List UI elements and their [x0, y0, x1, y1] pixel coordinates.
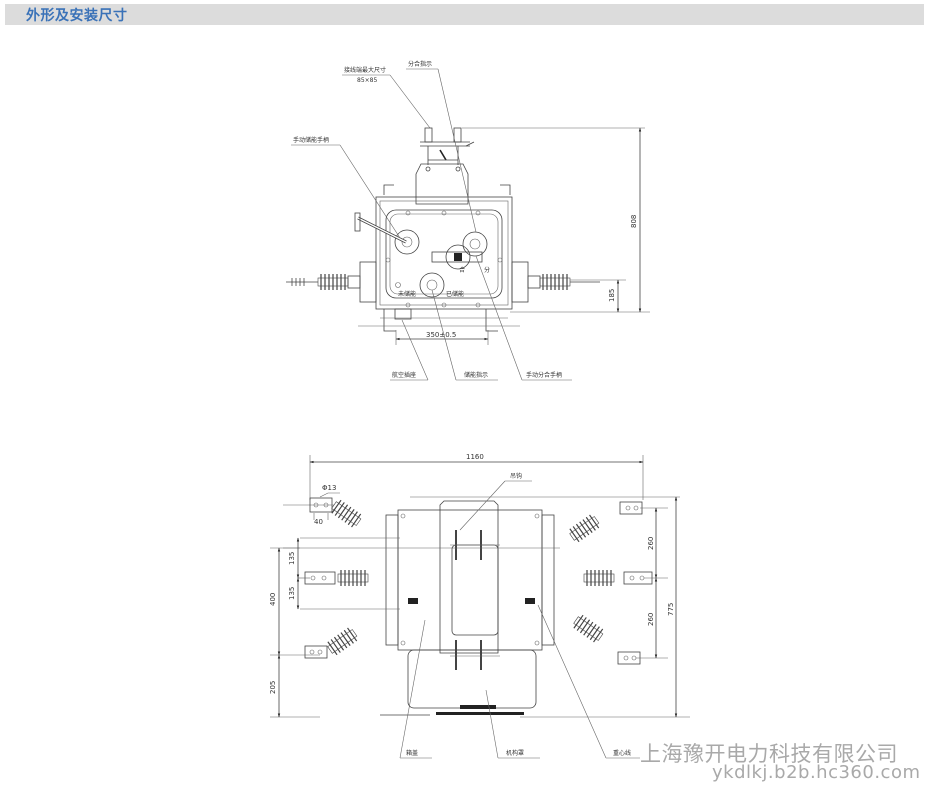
label-not-charged: 未储能: [398, 290, 416, 298]
dim-terminal-width: 40: [314, 518, 323, 526]
charging-indicator-dial: [419, 272, 445, 298]
watermark-company: 上海豫开电力科技有限公司: [640, 742, 898, 766]
label-charging-indicator: 储能指示: [464, 371, 488, 379]
dim-hole-diameter: Φ13: [322, 484, 336, 492]
label-manual-charging-handle: 手动储能手柄: [293, 136, 329, 144]
dim-mounting-width: 350±0.5: [426, 331, 456, 339]
watermark-url: ykdlkj.b2b.hc360.com: [712, 762, 921, 783]
breaker-body: [397, 509, 543, 651]
dim-left-spacing-2: 135: [288, 587, 296, 600]
top-terminals: [415, 127, 475, 205]
dim-bottom-offset: 205: [269, 681, 277, 694]
dim-left-span: 400: [269, 593, 277, 606]
section-title: 外形及安装尺寸: [26, 8, 128, 24]
label-center-of-gravity-line: 重心线: [613, 749, 631, 757]
section-header-bar: 外形及安装尺寸: [5, 4, 924, 25]
dim-overall-depth: 775: [667, 603, 675, 616]
dim-right-spacing-1: 260: [647, 537, 655, 550]
dim-left-spacing-1: 135: [288, 552, 296, 565]
label-open-close-indicator: 分合指示: [408, 60, 432, 68]
label-mechanism-cover: 机构罩: [506, 749, 524, 757]
label-terminal-max-size: 接线端最大尺寸: [344, 66, 386, 74]
aviation-plug: [394, 308, 412, 320]
label-open: 分: [484, 266, 490, 274]
dim-overall-height: 808: [630, 215, 638, 228]
label-terminal-max-size-value: 85×85: [357, 77, 377, 84]
label-cover: 箱盖: [406, 749, 418, 757]
top-view: 1160 Φ13 40: [269, 453, 690, 759]
charging-shaft: [394, 229, 420, 255]
dim-terminal-height: 185: [608, 289, 616, 302]
front-view: 350±0.5 808 185 未储能 已储能 合 分 接线端最大尺寸 85×8…: [286, 60, 650, 381]
open-close-indicator-dial: [462, 231, 488, 257]
label-aviation-plug: 航空插座: [392, 371, 416, 379]
label-charged: 已储能: [446, 290, 464, 298]
label-manual-open-close-handle: 手动分合手柄: [526, 371, 562, 379]
main-enclosure: [375, 196, 513, 310]
mechanism-cover: [407, 649, 537, 709]
dim-overall-width: 1160: [466, 453, 484, 461]
label-close: 合: [459, 266, 465, 274]
label-lifting-hook: 吊钩: [510, 472, 522, 480]
dim-right-spacing-2: 260: [647, 613, 655, 626]
